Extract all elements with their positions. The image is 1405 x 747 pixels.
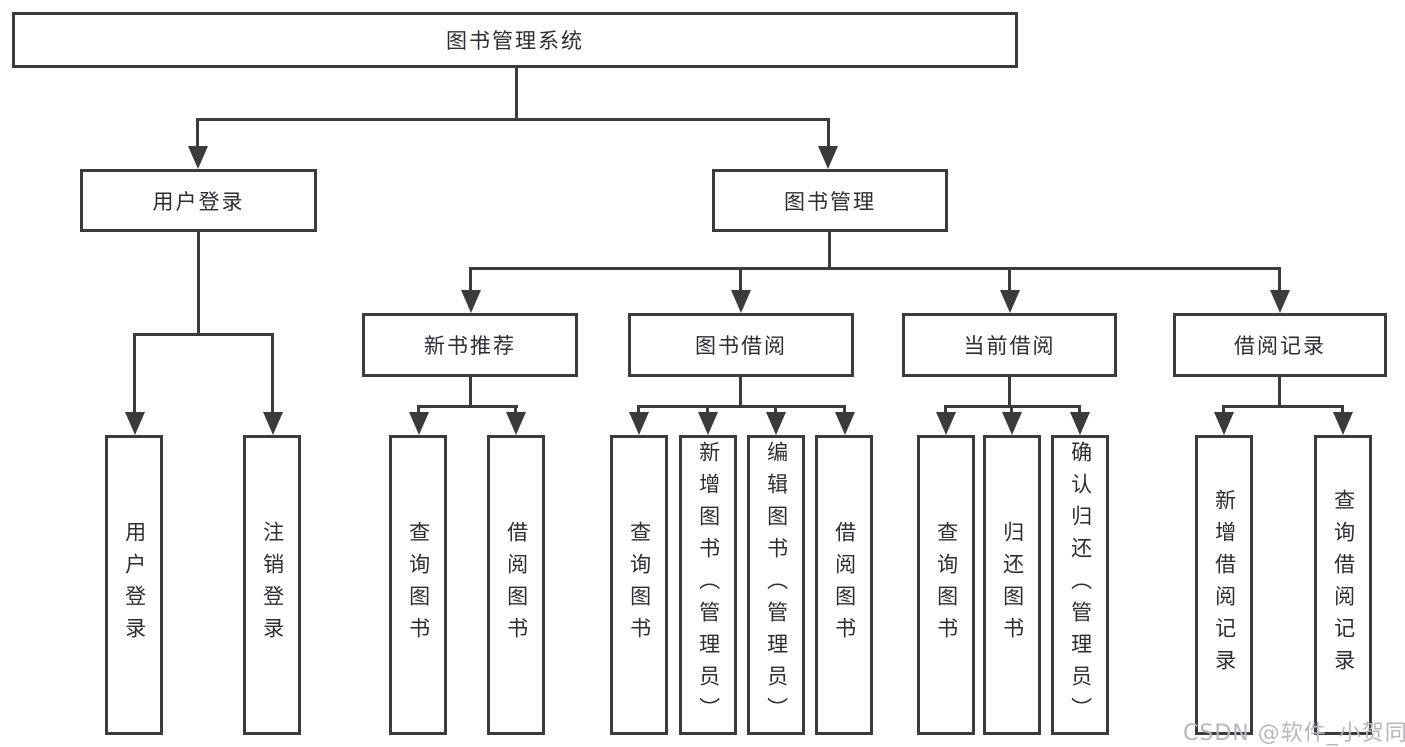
leaf-label: 编辑图书（管理员） <box>764 441 789 729</box>
arrow-down-icon <box>409 412 429 435</box>
node-current-borrowing: 当前借阅 <box>902 313 1117 377</box>
connector-branch-line <box>637 405 640 414</box>
leaf-confirm-return-admin: 确认归还（管理员） <box>1051 435 1109 735</box>
arrow-down-icon <box>1270 290 1290 313</box>
leaf-label: 注销登录 <box>260 521 285 649</box>
connector-branch-line <box>514 405 517 414</box>
connector-branch-line <box>843 405 846 414</box>
leaf-logout: 注销登录 <box>243 435 301 735</box>
connector-current-borrow-stem <box>1008 377 1011 408</box>
arrow-down-icon <box>818 146 838 169</box>
connector-branch-line <box>1008 267 1011 293</box>
arrow-down-icon <box>125 412 145 435</box>
leaf-borrow-books-2: 借阅图书 <box>815 435 873 735</box>
arrow-down-icon <box>1333 412 1353 435</box>
arrow-down-icon <box>1000 290 1020 313</box>
arrow-down-icon <box>263 412 283 435</box>
leaf-label: 借阅图书 <box>832 521 857 649</box>
connector-new-books-stem <box>469 377 472 408</box>
connector-branch-line <box>1341 405 1344 414</box>
connector-book-borrow-stem <box>739 377 742 408</box>
arrow-down-icon <box>461 290 481 313</box>
leaf-label: 新增借阅记录 <box>1212 489 1237 681</box>
connector-book-mgmt-hbar <box>469 267 1281 270</box>
node-user-login: 用户登录 <box>80 169 317 232</box>
leaf-label: 查询图书 <box>627 521 652 649</box>
connector-branch-line <box>1278 267 1281 293</box>
connector-branch-line <box>706 405 709 414</box>
connector-branch-line <box>417 405 420 414</box>
arrow-down-icon <box>698 412 718 435</box>
leaf-query-books-3: 查询图书 <box>917 435 975 735</box>
connector-branch-line <box>944 405 947 414</box>
connector-branch-line <box>196 118 199 148</box>
leaf-add-books-admin: 新增图书（管理员） <box>679 435 737 735</box>
connector-borrow-records-stem <box>1278 377 1281 408</box>
leaf-label: 用户登录 <box>122 521 147 649</box>
arrow-down-icon <box>1070 412 1090 435</box>
connector-root-stem <box>515 68 518 121</box>
arrow-down-icon <box>506 412 526 435</box>
leaf-label: 借阅图书 <box>504 521 529 649</box>
connector-branch-line <box>1222 405 1225 414</box>
arrow-down-icon <box>629 412 649 435</box>
node-borrowing-records: 借阅记录 <box>1173 313 1387 377</box>
connector-user-login-hbar <box>133 333 274 336</box>
leaf-query-borrow-record: 查询借阅记录 <box>1314 435 1372 735</box>
arrow-down-icon <box>936 412 956 435</box>
arrow-down-icon <box>731 290 751 313</box>
leaf-query-books-2: 查询图书 <box>610 435 668 735</box>
leaf-label: 查询图书 <box>934 521 959 649</box>
node-new-book-recommend: 新书推荐 <box>362 313 578 377</box>
leaf-edit-books-admin: 编辑图书（管理员） <box>747 435 805 735</box>
connector-branch-line <box>1078 405 1081 414</box>
arrow-down-icon <box>766 412 786 435</box>
leaf-user-login: 用户登录 <box>105 435 163 735</box>
connector-branch-line <box>469 267 472 293</box>
connector-book-borrow-hbar <box>637 405 846 408</box>
connector-branch-line <box>739 267 742 293</box>
node-book-borrowing: 图书借阅 <box>628 313 854 377</box>
leaf-label: 查询图书 <box>406 521 431 649</box>
arrow-down-icon <box>835 412 855 435</box>
connector-new-books-hbar <box>417 405 518 408</box>
leaf-query-books-1: 查询图书 <box>389 435 447 735</box>
connector-branch-line <box>827 118 830 148</box>
csdn-watermark: CSDN @软件_小贺同学 <box>1183 721 1405 746</box>
leaf-add-borrow-record: 新增借阅记录 <box>1195 435 1253 735</box>
connector-borrow-records-hbar <box>1222 405 1344 408</box>
leaf-borrow-books-1: 借阅图书 <box>487 435 545 735</box>
leaf-label: 确认归还（管理员） <box>1068 441 1093 729</box>
leaf-label: 查询借阅记录 <box>1331 489 1356 681</box>
leaf-label: 新增图书（管理员） <box>696 441 721 729</box>
leaf-return-books: 归还图书 <box>983 435 1041 735</box>
connector-branch-line <box>271 333 274 415</box>
connector-root-hbar <box>196 118 830 121</box>
connector-book-mgmt-stem <box>828 232 831 270</box>
arrow-down-icon <box>1214 412 1234 435</box>
connector-branch-line <box>1010 405 1013 414</box>
connector-branch-line <box>133 333 136 415</box>
arrow-down-icon <box>1002 412 1022 435</box>
connector-user-login-stem <box>197 232 200 336</box>
connector-branch-line <box>774 405 777 414</box>
leaf-label: 归还图书 <box>1000 521 1025 649</box>
node-book-management: 图书管理 <box>712 169 948 232</box>
arrow-down-icon <box>188 146 208 169</box>
node-root-library-system: 图书管理系统 <box>12 12 1018 68</box>
